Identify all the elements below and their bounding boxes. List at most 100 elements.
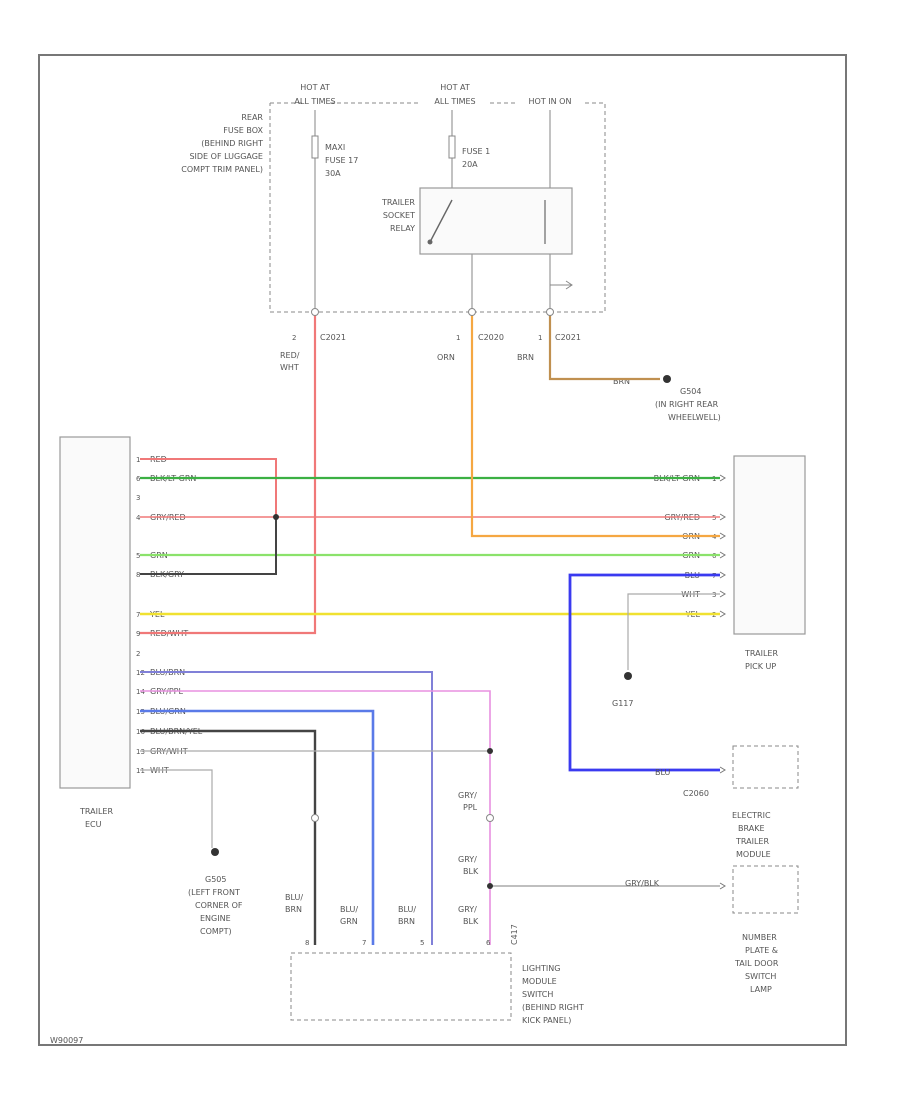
wire-orn [470, 312, 720, 538]
connector-chevron [719, 590, 726, 598]
ecu-pin-14: 14 [136, 688, 145, 696]
plate-label-1: NUMBER [742, 933, 777, 942]
relay-switch [429, 199, 453, 243]
relay-label-1: TRAILER [381, 198, 415, 207]
connector-marker [486, 814, 494, 822]
wire-red-wht-2: WHT [280, 363, 299, 372]
fusebox-label-4: SIDE OF LUGGAGE [189, 152, 263, 161]
c2-pin: 1 [456, 334, 460, 342]
lighting-wire-2b: GRN [340, 917, 358, 926]
g505-2: (LEFT FRONT [188, 888, 240, 897]
gry-blk1-2: BLK [463, 867, 479, 876]
c417-label: C417 [510, 924, 519, 945]
hot-mid-2: ALL TIMES [434, 97, 475, 106]
brake-label-3: TRAILER [735, 837, 769, 846]
brake-connector: C2060 [683, 789, 709, 798]
lighting-pin-5: 5 [420, 939, 424, 947]
lighting-wire-3b: BRN [398, 917, 415, 926]
fuse1-2: 20A [462, 160, 478, 169]
fusebox-label-2: FUSE BOX [223, 126, 263, 135]
connector-chevron [719, 882, 726, 890]
fusebox-label-1: REAR [241, 113, 263, 122]
wire-red [140, 458, 277, 517]
gry-ppl-2: PPL [463, 803, 478, 812]
lighting-wire-2a: BLU/ [340, 905, 358, 914]
hot-mid-1: HOT AT [440, 83, 470, 92]
ecu-label-2: ECU [85, 820, 102, 829]
ecu-pin-13: 13 [136, 748, 145, 756]
c3-pin: 1 [538, 334, 542, 342]
wire-brn [548, 312, 660, 381]
ecu-pin-4: 4 [136, 514, 141, 522]
fusebox-label-3: (BEHIND RIGHT [201, 139, 263, 148]
number-plate-box [732, 865, 799, 914]
ecu-pin-8: 8 [136, 571, 140, 579]
connector-chevron [719, 551, 726, 559]
g505-5: COMPT) [200, 927, 232, 936]
gry-blk2-1: GRY/ [458, 905, 477, 914]
plate-label-4: SWITCH [745, 972, 776, 981]
wire-blu [568, 573, 720, 772]
g504-1: G504 [680, 387, 701, 396]
electric-brake-box [732, 745, 799, 789]
ecu-pin-2: 2 [136, 650, 140, 658]
relay-label-2: SOCKET [383, 211, 415, 220]
lighting-wire-1a: BLU/ [285, 893, 303, 902]
pickup-label-2: PICK UP [745, 662, 776, 671]
hot-left-2: ALL TIMES [294, 97, 335, 106]
diagram-frame [38, 54, 847, 1046]
relay-contact [427, 239, 433, 245]
lighting-label-4: (BEHIND RIGHT [522, 1003, 584, 1012]
wire-red-wht-1: RED/ [280, 351, 300, 360]
wire-blk-gry [140, 517, 277, 575]
wire-blu-grn [140, 709, 375, 945]
brake-label-1: ELECTRIC [732, 811, 771, 820]
fuse1-1: FUSE 1 [462, 147, 490, 156]
connector-chevron [719, 513, 726, 521]
g117-label: G117 [612, 699, 633, 708]
lighting-label-2: MODULE [522, 977, 557, 986]
ecu-pin-6: 6 [136, 475, 141, 483]
lighting-module-box [290, 952, 512, 1021]
brake-wire-label: BLU [655, 768, 671, 777]
splice-dot [487, 748, 493, 754]
wire-wht [627, 593, 720, 670]
c1-name: C2021 [320, 333, 346, 342]
ecu-label-1: TRAILER [79, 807, 113, 816]
number-plate-wire-label: GRY/BLK [625, 879, 660, 888]
connector-marker [468, 308, 476, 316]
relay-box [419, 187, 573, 255]
relay-label-3: RELAY [390, 224, 415, 233]
fusebox-label-5: COMPT TRIM PANEL) [181, 165, 263, 174]
gry-blk2-2: BLK [463, 917, 479, 926]
wire-gry-ppl [140, 690, 491, 945]
trailer-pickup-box [733, 455, 806, 635]
footer-code: W90097 [50, 1036, 83, 1045]
hot-right: HOT IN ON [529, 97, 572, 106]
wire-brn-label: BRN [517, 353, 534, 362]
plate-label-3: TAIL DOOR [734, 959, 779, 968]
ecu-pin-1: 1 [136, 456, 140, 464]
g505-ground [211, 848, 219, 856]
wire-red-wht [140, 312, 317, 635]
gry-blk1-1: GRY/ [458, 855, 477, 864]
pickup-pin-5: 5 [712, 514, 716, 522]
connector-chevron [719, 571, 726, 579]
ecu-pin-11: 11 [136, 767, 145, 775]
pickup-label-1: TRAILER [744, 649, 778, 658]
g505-1: G505 [205, 875, 226, 884]
ecu-pin-5: 5 [136, 552, 140, 560]
c1-pin: 2 [292, 334, 296, 342]
brake-label-4: MODULE [736, 850, 771, 859]
lighting-label-3: SWITCH [522, 990, 553, 999]
plate-label-5: LAMP [750, 985, 772, 994]
connector-chevron [719, 766, 726, 774]
gry-ppl-1: GRY/ [458, 791, 477, 800]
hot-left-1: HOT AT [300, 83, 330, 92]
connector-chevron [719, 610, 726, 618]
connector-marker [311, 308, 319, 316]
lighting-pin-6: 6 [486, 939, 491, 947]
ecu-pin-3: 3 [136, 494, 140, 502]
brake-label-2: BRAKE [738, 824, 765, 833]
